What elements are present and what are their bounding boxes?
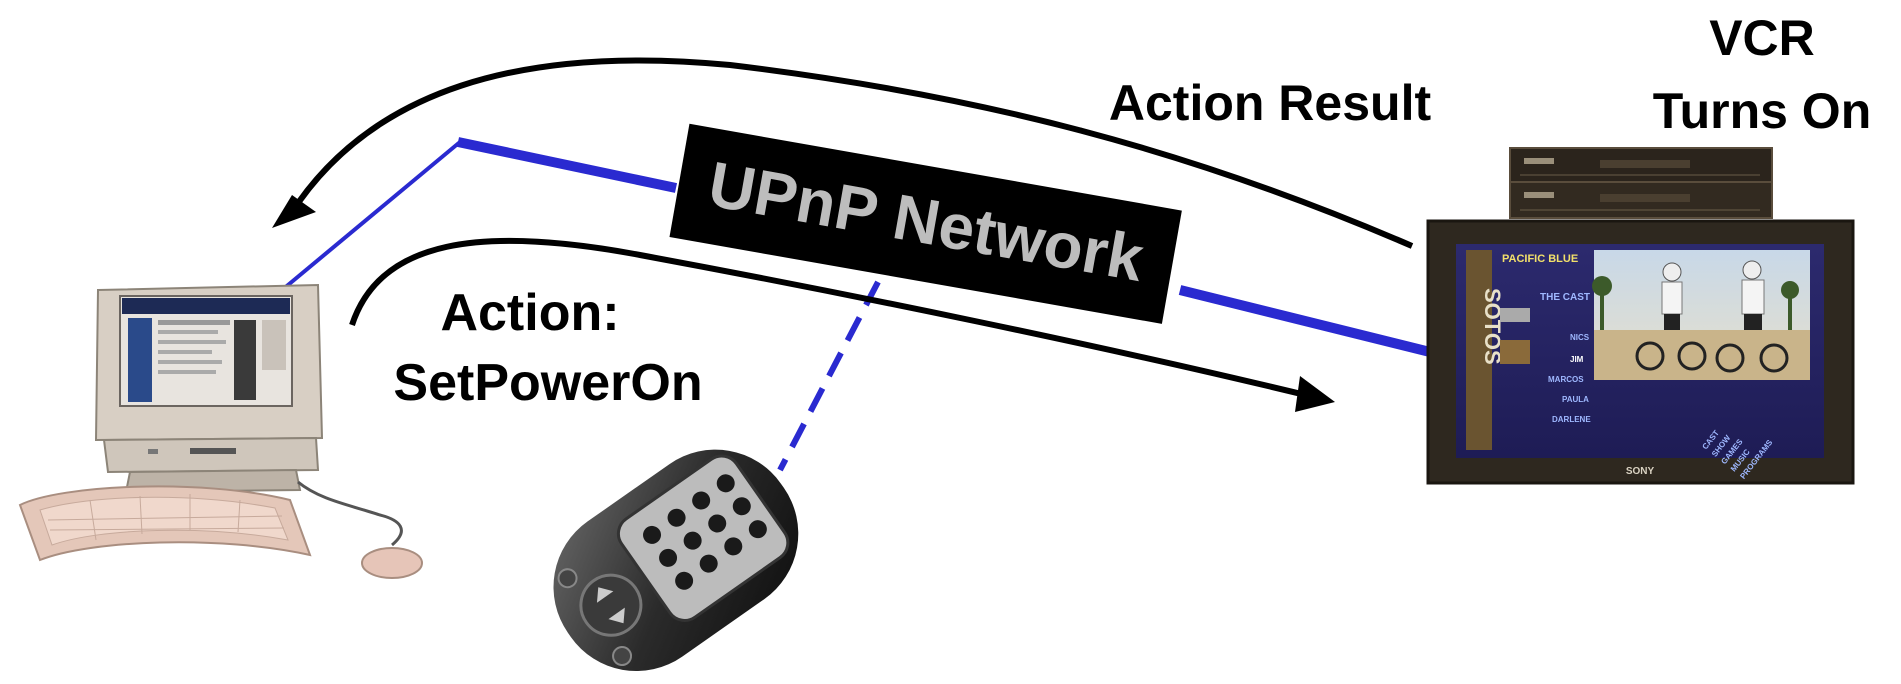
remote-dpad [579,573,643,637]
remote-control-icon [553,449,799,672]
network-lines [280,137,1432,472]
tv-cast-3: PAULA [1562,395,1589,404]
action-arrow [349,237,1335,412]
vcr-label-line1: VCR [1709,10,1815,66]
arrowhead-left [272,195,316,228]
vcr-icon [1509,147,1773,219]
tv-cast-0: NICS [1570,333,1590,342]
tv-show-logo: PACIFIC BLUE [1502,253,1578,265]
network-link-computer [280,140,462,292]
arrowhead-right [1295,376,1335,412]
network-backbone-right [1178,285,1432,357]
vcr-label-line2: Turns On [1653,83,1872,139]
tv-cast-4: DARLENE [1552,415,1591,424]
remote-screen [616,454,790,622]
tv-menu-heading: THE CAST [1540,292,1590,303]
action-label-line1: Action: [440,284,619,342]
tv-cast-2: MARCOS [1548,375,1584,384]
desktop-computer-icon [18,283,423,579]
tv-cast-1: JIM [1570,355,1584,364]
mouse-icon [361,547,423,579]
network-link-remote [777,280,881,472]
network-backbone-left [456,137,678,193]
tv-brand: SONY [1626,466,1655,477]
tv-icon: SOTOS PACIFIC BLUE THE CAST NICS JIM MAR… [1426,219,1855,485]
action-result-arrow [272,57,1414,249]
network-box: UPnP Network [669,123,1182,324]
action-label-line2: SetPowerOn [393,354,702,412]
action-result-label: Action Result [1109,75,1432,131]
